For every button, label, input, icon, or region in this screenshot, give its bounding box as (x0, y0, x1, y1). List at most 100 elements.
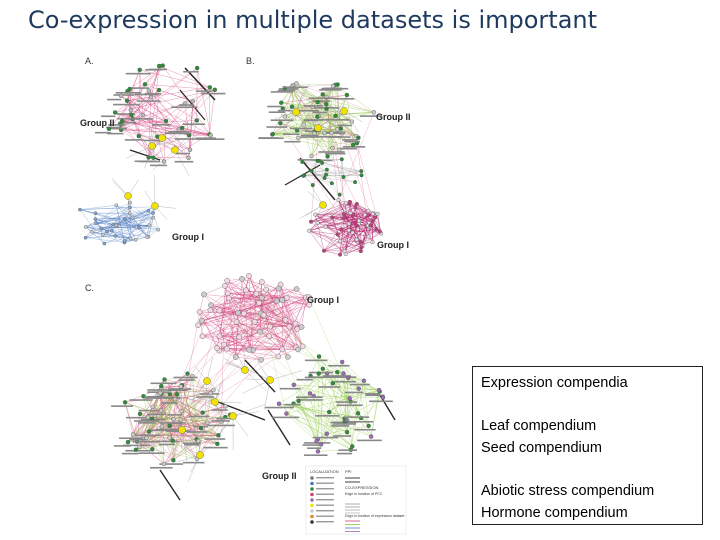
node-label-mark (147, 389, 168, 391)
network-edge (173, 406, 226, 461)
network-node (284, 295, 290, 301)
network-edge (181, 89, 216, 129)
network-node (323, 224, 328, 229)
node-label-mark (332, 423, 357, 425)
node-label-mark (175, 138, 200, 140)
network-node (118, 93, 124, 98)
network-edge (216, 296, 309, 349)
network-node (273, 298, 280, 304)
node-label-mark (155, 428, 179, 431)
network-node (253, 290, 260, 297)
network-node (258, 295, 265, 301)
node-label-mark (174, 160, 194, 163)
network-edge (177, 454, 201, 463)
network-edge (159, 469, 181, 501)
network-edge (232, 403, 266, 417)
network-edge (200, 427, 218, 445)
network-node (313, 212, 318, 217)
key-localization-swatch (310, 503, 314, 508)
network-node (214, 345, 220, 351)
network-edge (122, 120, 210, 135)
network-edge (241, 278, 264, 316)
network-edge (344, 212, 361, 243)
node-label-mark (204, 438, 226, 440)
network-edge (85, 226, 148, 238)
network-node (216, 333, 223, 339)
node-label-mark (264, 406, 282, 409)
network-edge (296, 83, 353, 122)
network-node (159, 424, 165, 429)
network-edge (180, 311, 200, 420)
node-label-mark (342, 139, 358, 141)
network-edge (361, 231, 381, 248)
key-edge-pcc: Edge in function of PCC (345, 492, 383, 496)
network-node (172, 397, 178, 402)
network-node (278, 121, 283, 126)
network-node (370, 219, 375, 224)
network-edge (126, 87, 210, 102)
network-node (178, 384, 184, 389)
node-label-mark (317, 136, 342, 138)
network-edge (85, 223, 97, 238)
network-edge (198, 323, 296, 326)
panel-a-group-i-label: Group I (172, 232, 204, 242)
network-edge (311, 170, 325, 179)
network-edge (344, 225, 358, 252)
network-edge (317, 101, 358, 144)
network-node (292, 320, 299, 327)
network-node (233, 318, 240, 325)
network-node (130, 432, 136, 437)
network-edge (152, 212, 159, 230)
network-node (359, 173, 364, 178)
key-swatch-label-mark (316, 499, 334, 501)
node-label-mark (144, 397, 162, 399)
network-node (368, 434, 374, 439)
network-edge (343, 217, 360, 221)
network-edge (181, 429, 205, 452)
network-edge (124, 225, 150, 242)
hub-node (292, 108, 300, 116)
network-edge (223, 344, 283, 350)
network-edge (228, 297, 253, 351)
network-node (198, 425, 204, 431)
network-node (295, 346, 301, 353)
network-node (338, 239, 343, 244)
network-edge (315, 214, 363, 247)
network-edge (157, 87, 211, 137)
network-edge (95, 217, 133, 220)
network-node (239, 276, 245, 282)
network-edge (310, 375, 351, 402)
network-edge (124, 218, 137, 228)
node-label-mark (337, 124, 353, 127)
network-edge (309, 230, 338, 235)
network-edge (355, 207, 363, 247)
network-node (307, 228, 312, 233)
node-label-mark (270, 119, 294, 122)
node-label-mark (111, 405, 134, 407)
node-label-mark (131, 87, 150, 89)
network-node (376, 387, 382, 393)
node-label-mark (167, 414, 183, 416)
node-label-mark (145, 68, 162, 71)
node-label-mark (145, 93, 162, 95)
node-label-mark (121, 452, 139, 455)
network-node (194, 118, 200, 123)
network-edge (150, 65, 160, 98)
node-label-mark (304, 376, 324, 379)
hub-node (229, 412, 237, 420)
network-node (235, 309, 241, 316)
node-label-mark (95, 131, 112, 134)
network-node (329, 181, 334, 186)
network-node (148, 95, 154, 100)
network-edge (203, 294, 297, 348)
network-node (338, 252, 343, 257)
key-localization-swatch (310, 520, 314, 524)
network-edge (260, 359, 314, 397)
network-edge (282, 349, 319, 440)
network-node (346, 221, 351, 226)
network-edge (210, 305, 228, 349)
network-node (305, 294, 312, 300)
panel-a-letter: A. (85, 56, 94, 66)
network-node (349, 119, 355, 124)
network-node (145, 414, 151, 420)
